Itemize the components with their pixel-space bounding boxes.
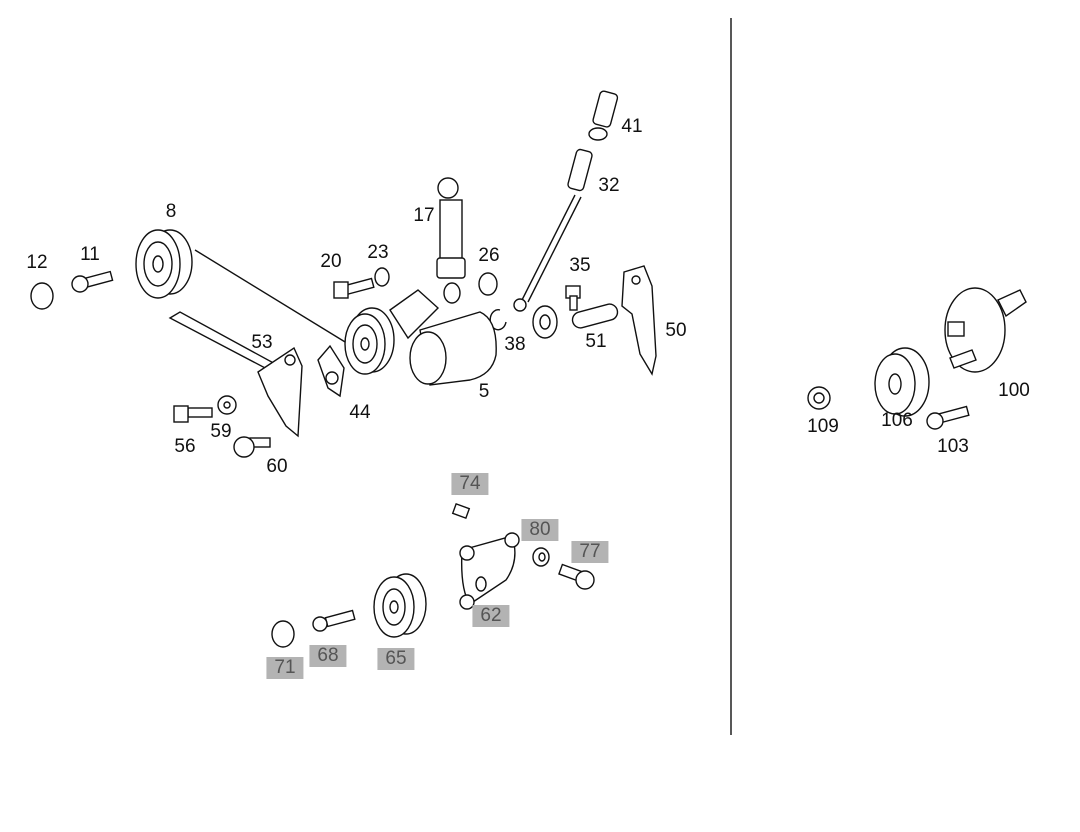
part-23-washer <box>374 267 390 287</box>
part-44-gasket <box>317 344 345 398</box>
callout-26[interactable]: 26 <box>478 245 500 266</box>
callout-106[interactable]: 106 <box>881 410 913 431</box>
part-106-hub <box>874 347 930 417</box>
callout-68[interactable]: 68 <box>309 645 347 667</box>
callout-50[interactable]: 50 <box>665 320 687 341</box>
callout-8[interactable]: 8 <box>165 201 177 222</box>
callout-71[interactable]: 71 <box>266 657 304 679</box>
callout-62[interactable]: 62 <box>472 605 510 627</box>
callout-60[interactable]: 60 <box>266 456 288 477</box>
callout-109[interactable]: 109 <box>807 416 839 437</box>
part-80-washer <box>532 547 550 567</box>
part-71-cap <box>271 620 295 648</box>
part-74-sleeve <box>451 503 471 519</box>
part-51-pin <box>571 303 619 329</box>
part-60-bolt <box>233 436 271 458</box>
callout-23[interactable]: 23 <box>367 242 389 263</box>
callout-20[interactable]: 20 <box>320 251 342 272</box>
callout-17[interactable]: 17 <box>413 205 435 226</box>
part-35-bolt <box>565 285 581 311</box>
callout-44[interactable]: 44 <box>349 402 371 423</box>
part-50-bracket <box>621 265 657 376</box>
part-32-rod <box>513 148 593 339</box>
part-5-tensioner <box>344 289 497 386</box>
callout-103[interactable]: 103 <box>937 436 969 457</box>
callout-5[interactable]: 5 <box>478 381 490 402</box>
part-65-pulley <box>373 573 427 638</box>
part-17-damper <box>436 177 466 304</box>
part-56-bolt <box>173 405 213 423</box>
callout-53[interactable]: 53 <box>251 332 273 353</box>
callout-32[interactable]: 32 <box>598 175 620 196</box>
part-20-bolt <box>333 277 375 299</box>
callout-41[interactable]: 41 <box>621 116 643 137</box>
part-103-bolt <box>926 405 970 430</box>
part-100-pump <box>944 287 1027 373</box>
part-62-bracket <box>459 532 520 610</box>
part-12-cap <box>30 282 54 310</box>
part-68-bolt <box>312 609 356 632</box>
part-11-bolt <box>71 270 114 293</box>
callout-59[interactable]: 59 <box>210 421 232 442</box>
callout-65[interactable]: 65 <box>377 648 415 670</box>
callout-77[interactable]: 77 <box>571 541 609 563</box>
callout-80[interactable]: 80 <box>521 519 559 541</box>
part-77-bolt <box>558 563 595 590</box>
callout-11[interactable]: 11 <box>80 244 100 265</box>
callout-74[interactable]: 74 <box>451 473 489 495</box>
part-109-nut <box>807 386 831 410</box>
part-59-nut <box>217 395 237 415</box>
callout-51[interactable]: 51 <box>585 331 607 352</box>
part-8-pulley <box>135 229 351 346</box>
part-53-arm <box>168 311 303 438</box>
callout-56[interactable]: 56 <box>174 436 196 457</box>
part-26-washer <box>478 272 498 296</box>
callout-38[interactable]: 38 <box>504 334 526 355</box>
part-41-rod-end <box>588 90 619 141</box>
callout-100[interactable]: 100 <box>998 380 1030 401</box>
callout-12[interactable]: 12 <box>26 252 48 273</box>
callout-35[interactable]: 35 <box>569 255 591 276</box>
